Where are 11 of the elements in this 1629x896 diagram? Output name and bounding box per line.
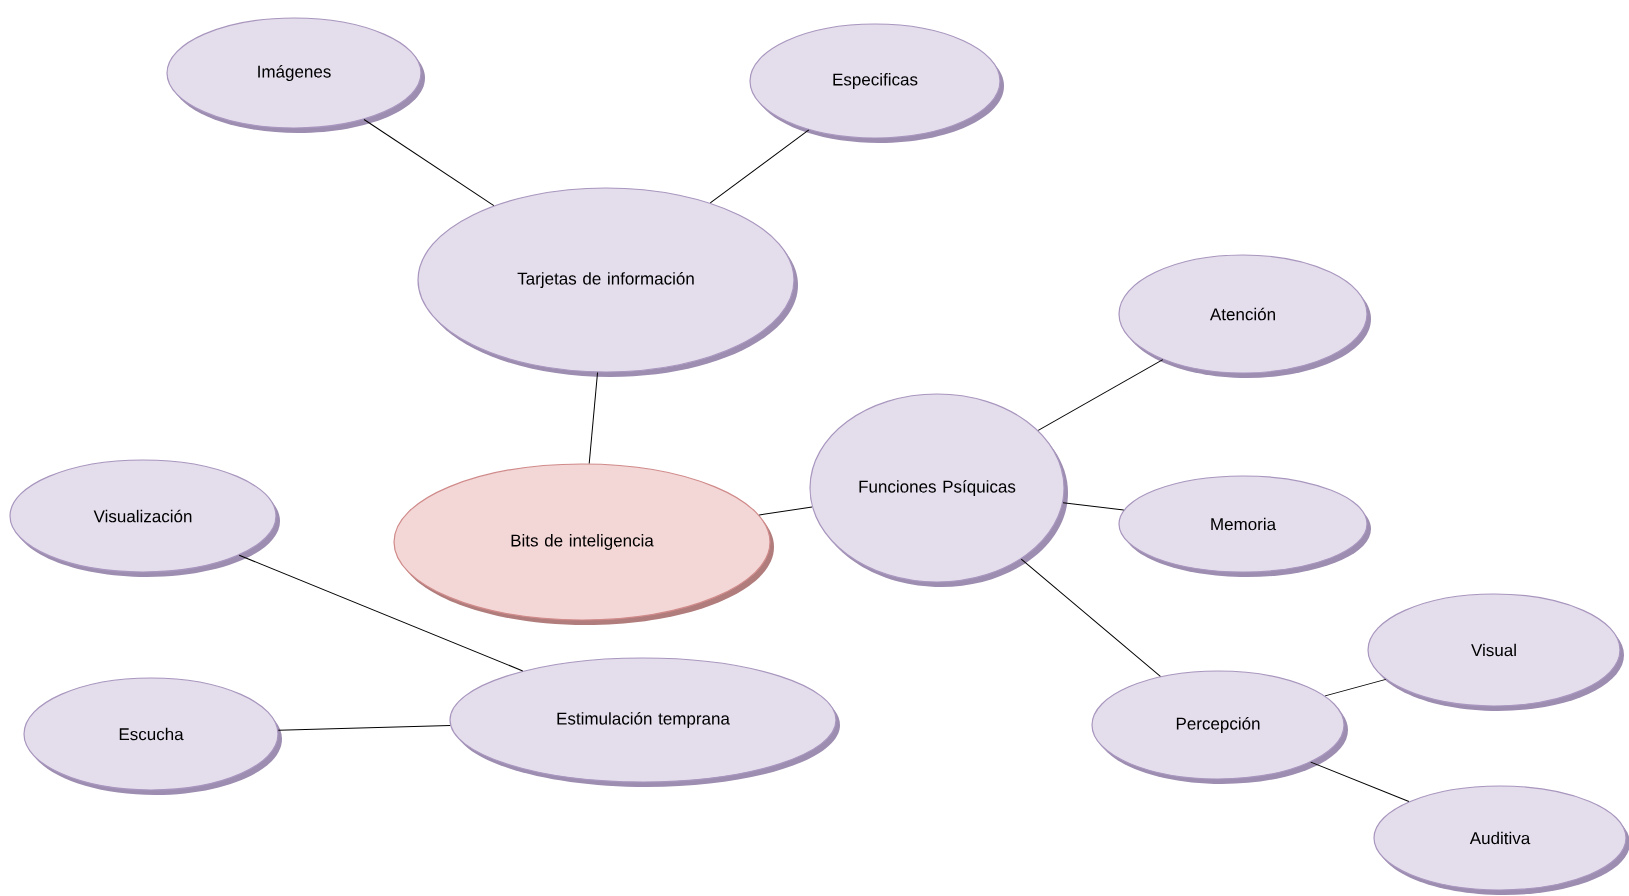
connector-line [588,372,599,464]
connector-line [363,118,495,207]
connector-line [758,506,813,516]
connector-line [709,129,810,204]
connector-line [1310,761,1410,802]
connector-line [1062,502,1125,511]
connector-line [238,554,524,672]
connector-line [1037,359,1164,431]
connector-line [1324,678,1387,697]
connector-line [1020,558,1161,677]
connector-line [277,725,451,731]
